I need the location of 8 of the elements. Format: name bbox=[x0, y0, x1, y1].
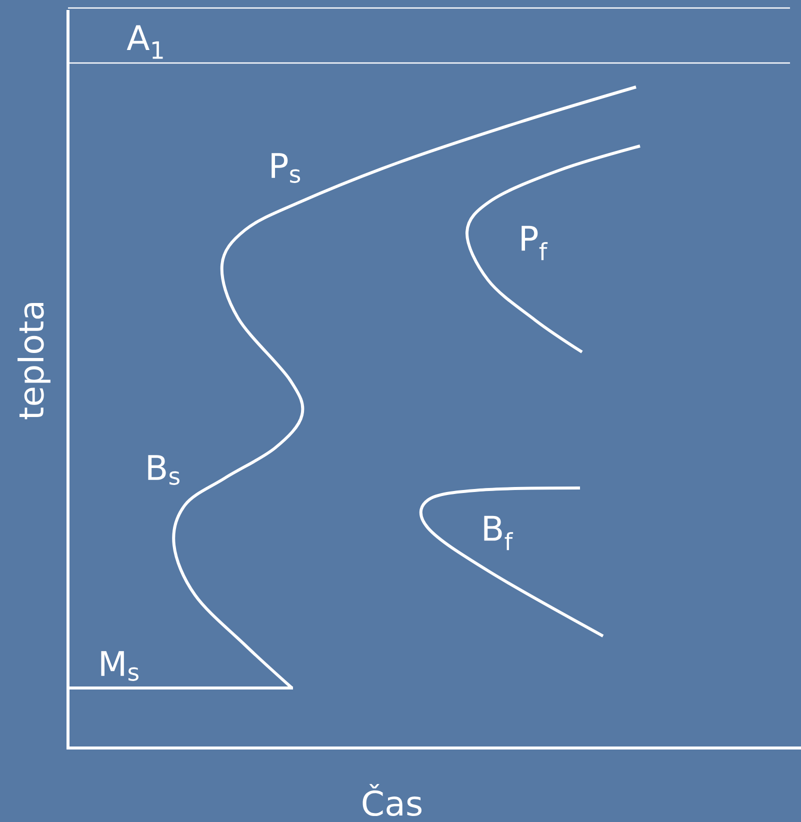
curve-label: P$_{f}$ bbox=[522, 226, 548, 260]
axis-label: teplota bbox=[18, 302, 50, 420]
line-label: A$_{1}$ bbox=[126, 25, 163, 59]
curve-label: P$_{s}$ bbox=[272, 153, 300, 183]
curve-label: B$_{s}$ bbox=[148, 455, 180, 485]
axis-label: Čas bbox=[362, 784, 422, 816]
curve-label: B$_{f}$ bbox=[484, 516, 514, 550]
line-label: M$_{s}$ bbox=[101, 651, 138, 681]
